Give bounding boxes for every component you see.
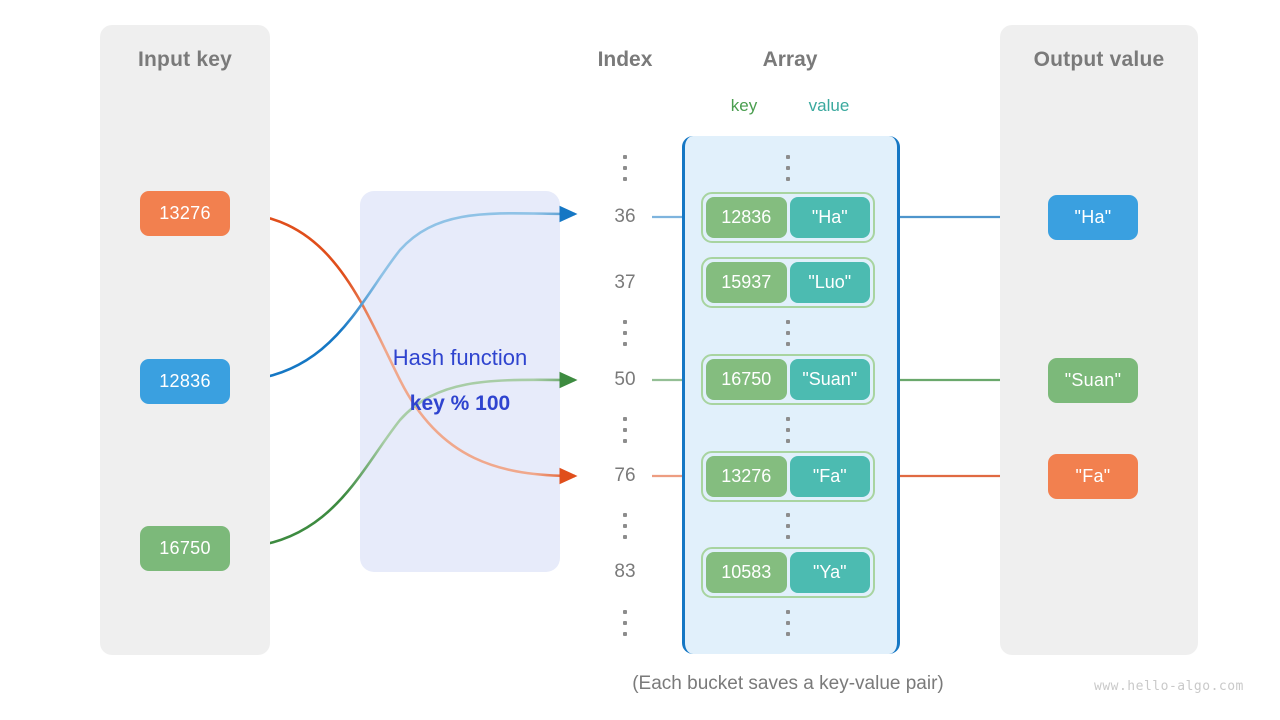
- bucket-36-value: "Ha": [789, 197, 870, 238]
- output-value-suan-label: "Suan": [1064, 370, 1122, 390]
- input-key-12836[interactable]: 12836: [140, 359, 230, 404]
- index-label-36: 36: [614, 206, 636, 227]
- bucket-76-value: "Fa": [789, 456, 870, 497]
- bucket-37-value: "Luo": [789, 262, 870, 303]
- index-column-header: Index: [597, 48, 653, 71]
- index-label-83: 83: [614, 561, 636, 582]
- output-value-ha-label: "Ha": [1074, 207, 1112, 227]
- bucket-50-key: 16750: [706, 359, 787, 400]
- watermark: www.hello-algo.com: [1094, 679, 1244, 694]
- index-ellipsis-mid1: [618, 320, 632, 346]
- array-ellipsis-top: [781, 155, 795, 181]
- input-key-16750-label: 16750: [159, 538, 211, 558]
- output-value-ha[interactable]: "Ha": [1048, 195, 1138, 240]
- output-value-title: Output value: [1033, 48, 1165, 71]
- index-ellipsis-bottom: [618, 610, 632, 636]
- array-ellipsis-bottom: [781, 610, 795, 636]
- array-column-header: Array: [762, 48, 818, 71]
- input-key-13276-label: 13276: [159, 203, 211, 223]
- index-ellipsis-mid2: [618, 417, 632, 443]
- output-value-panel: [1000, 25, 1198, 655]
- input-key-16750[interactable]: 16750: [140, 526, 230, 571]
- hash-function-label-line1: Hash function: [392, 345, 528, 370]
- array-bucket-50[interactable]: 16750 "Suan": [701, 354, 875, 405]
- output-value-suan[interactable]: "Suan": [1048, 358, 1138, 403]
- array-ellipsis-mid2: [781, 417, 795, 443]
- output-value-fa[interactable]: "Fa": [1048, 454, 1138, 499]
- array-bucket-76[interactable]: 13276 "Fa": [701, 451, 875, 502]
- index-ellipsis-mid3: [618, 513, 632, 539]
- input-key-13276[interactable]: 13276: [140, 191, 230, 236]
- array-bucket-36[interactable]: 12836 "Ha": [701, 192, 875, 243]
- array-ellipsis-mid1: [781, 320, 795, 346]
- array-ellipsis-mid3: [781, 513, 795, 539]
- index-label-37: 37: [614, 272, 636, 293]
- array-bucket-37[interactable]: 15937 "Luo": [701, 257, 875, 308]
- input-key-title: Input key: [138, 48, 232, 71]
- bucket-50-value: "Suan": [789, 359, 870, 400]
- output-value-fa-label: "Fa": [1075, 466, 1111, 486]
- curve-12836-to-36: [229, 205, 578, 383]
- hash-function-label-line2: key % 100: [409, 392, 511, 415]
- bucket-83-key: 10583: [706, 552, 787, 593]
- index-ellipsis-top: [618, 155, 632, 181]
- hash-function-box: [360, 191, 560, 572]
- diagram-caption: (Each bucket saves a key-value pair): [632, 673, 944, 694]
- curve-13276-to-76: [229, 211, 578, 485]
- bucket-76-key: 13276: [706, 456, 787, 497]
- bucket-37-key: 15937: [706, 262, 787, 303]
- array-bucket-83[interactable]: 10583 "Ya": [701, 547, 875, 598]
- curve-16750-to-50: [229, 371, 578, 550]
- bucket-36-key: 12836: [706, 197, 787, 238]
- array-value-subheader: value: [808, 96, 850, 115]
- index-label-76: 76: [614, 465, 636, 486]
- input-key-12836-label: 12836: [159, 371, 211, 391]
- array-key-subheader: key: [730, 96, 758, 115]
- index-label-50: 50: [614, 369, 636, 390]
- bucket-83-value: "Ya": [789, 552, 870, 593]
